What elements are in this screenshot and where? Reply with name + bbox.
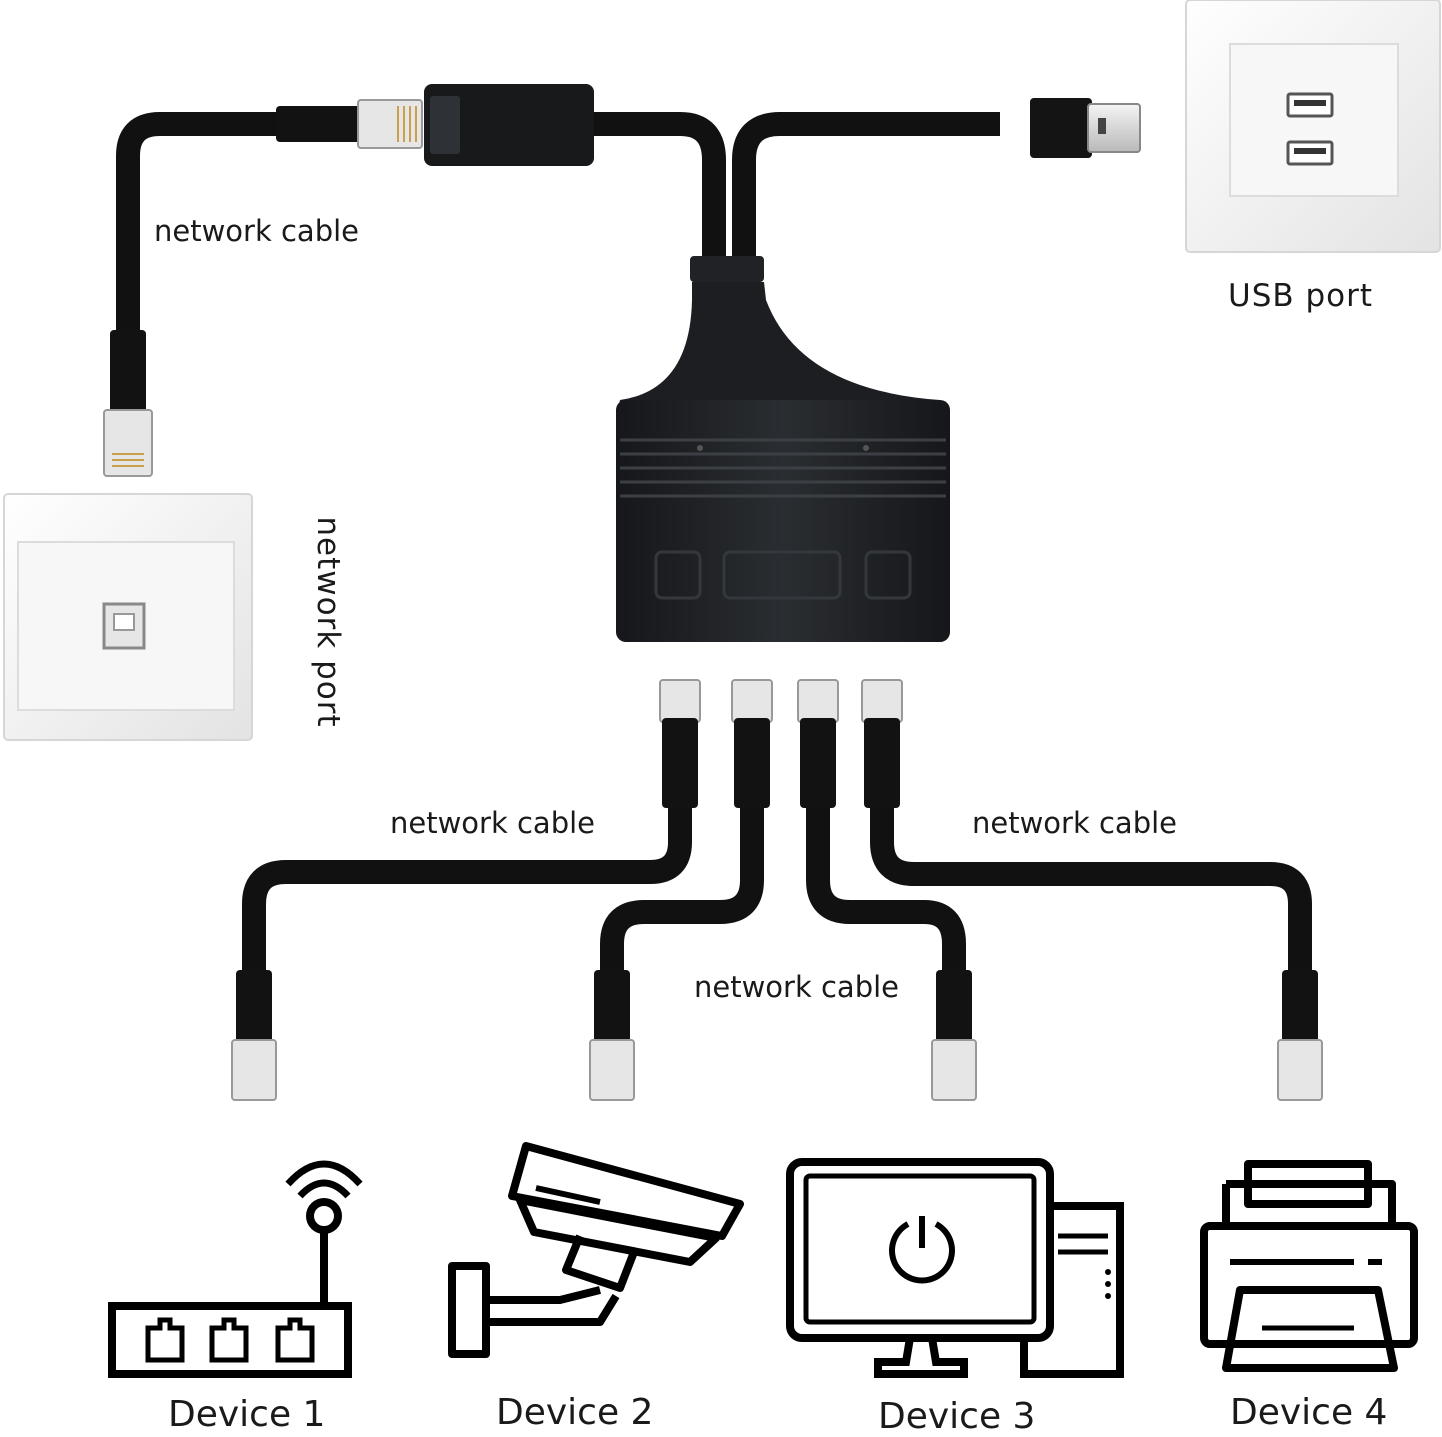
output-cable-2 [600,800,764,980]
usb-wall-plate [1185,0,1441,253]
printer-icon [1200,1160,1418,1372]
label-network-cable-center: network cable [694,970,900,1004]
rj45-plug-lower-2 [589,970,635,1101]
rj45-plug-upper-1 [659,679,701,808]
rj45-plug-upper-4 [861,679,903,808]
network-wall-plate [3,493,253,741]
desktop-computer-icon [786,1158,1124,1378]
rj45-female-coupler [424,84,594,166]
label-network-port: network port [310,516,346,728]
splitter-body [616,256,950,642]
upper-plugs [659,679,903,808]
label-device-4: Device 4 [1230,1392,1388,1433]
lower-plugs [231,970,1323,1101]
rj45-plug-upper-2 [731,679,773,808]
output-cables [242,800,1312,980]
usb-cable [732,112,1000,270]
label-network-cable-right: network cable [972,806,1178,840]
router-icon [108,1160,363,1378]
rj45-plug-lower-4 [1277,970,1323,1101]
top-left-network-cable [116,112,292,352]
output-cable-4 [870,800,1312,980]
rj45-plug-top [276,99,423,149]
label-network-cable-top: network cable [154,214,360,248]
splitter-input-cable [590,112,726,270]
output-cable-1 [242,800,692,980]
label-device-1: Device 1 [168,1394,326,1435]
rj45-plug-lower-1 [231,970,277,1101]
label-network-cable-left: network cable [390,806,596,840]
security-camera-icon [448,1142,744,1358]
label-device-2: Device 2 [496,1392,654,1433]
rj45-plug-upper-3 [797,679,839,808]
rj45-plug-lower-3 [931,970,977,1101]
label-device-3: Device 3 [878,1396,1036,1437]
rj45-plug-left-vertical [103,330,153,477]
output-cable-3 [806,800,966,980]
label-usb-port: USB port [1228,278,1374,314]
usb-plug [1030,98,1141,158]
